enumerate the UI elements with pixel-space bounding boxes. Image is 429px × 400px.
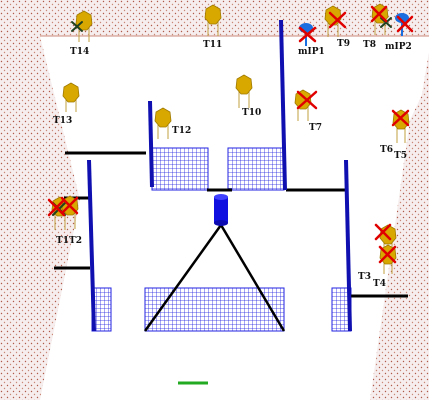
label-t9: T9 — [337, 39, 350, 49]
grid-blocks — [91, 147, 352, 332]
grid-block-upper-right — [227, 147, 285, 191]
beams — [54, 151, 408, 332]
grid-block-lower-center — [144, 287, 285, 332]
left-wall — [0, 36, 80, 400]
label-t6: T6 — [380, 145, 393, 155]
mip2-icon — [395, 13, 409, 36]
label-t5: T5 — [394, 151, 407, 161]
label-t14: T14 — [70, 47, 90, 57]
pillar-center-right — [279, 19, 287, 191]
label-t13: T13 — [53, 116, 73, 126]
label-t3: T3 — [358, 272, 371, 282]
cross-markers — [47, 5, 414, 264]
right-wall — [370, 80, 429, 400]
pillar-right — [344, 159, 352, 332]
label-t2: T2 — [69, 236, 82, 246]
label-t11: T11 — [203, 40, 223, 50]
label-t4: T4 — [373, 279, 386, 289]
camera-cylinder-icon — [214, 194, 228, 226]
label-t1: T1 — [56, 236, 69, 246]
target-t12-icon — [154, 107, 172, 139]
label-t10: T10 — [242, 108, 262, 118]
target-t13-icon — [62, 82, 80, 112]
label-mip2: mIP2 — [385, 42, 412, 52]
pillars — [87, 19, 352, 332]
target-t11-icon — [204, 4, 222, 36]
label-t12: T12 — [172, 126, 192, 136]
label-t8: T8 — [363, 40, 376, 50]
label-mip1: mIP1 — [298, 47, 325, 57]
target-t7-icon — [294, 89, 312, 121]
label-t7: T7 — [309, 123, 322, 133]
target-t10-icon — [235, 74, 253, 108]
grid-block-upper-left — [151, 147, 209, 191]
pillar-center-left — [148, 100, 154, 188]
pillar-left — [87, 159, 96, 332]
cross-marker-red-icon — [47, 5, 414, 264]
